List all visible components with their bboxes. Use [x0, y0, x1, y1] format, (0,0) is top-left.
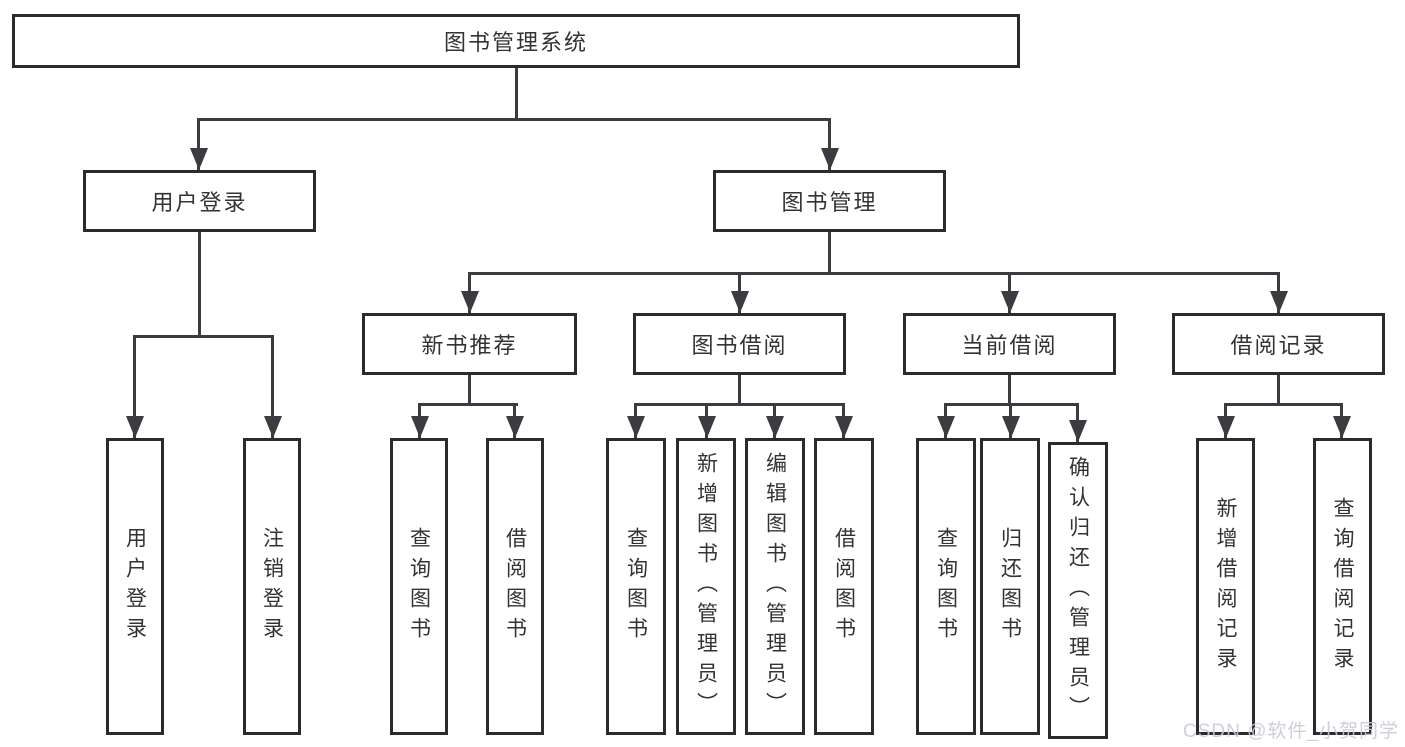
connector-line [468, 373, 471, 406]
arrow-down-icon [937, 416, 955, 438]
connector-line [738, 373, 741, 406]
leaf-borrow-books-rec: 借阅图书 [486, 438, 544, 735]
arrow-down-icon [1069, 420, 1087, 442]
connector-line [197, 118, 831, 121]
leaf-label: 查询图书 [407, 526, 431, 647]
node-borrow-records: 借阅记录 [1172, 313, 1385, 375]
arrow-down-icon [1217, 416, 1235, 438]
arrow-down-icon [190, 148, 208, 170]
connector-line [828, 230, 831, 275]
watermark: CSDN @软件_小贺同学 [1183, 721, 1399, 742]
leaf-user-login: 用户登录 [106, 438, 164, 735]
arrow-down-icon [627, 416, 645, 438]
leaf-return-book: 归还图书 [980, 438, 1040, 735]
connector-line [1224, 403, 1343, 406]
arrow-down-icon [1333, 416, 1351, 438]
arrow-down-icon [1001, 291, 1019, 313]
connector-line [271, 335, 274, 438]
leaf-edit-book-admin: 编辑图书（管理员） [745, 438, 805, 735]
node-book-borrow: 图书借阅 [633, 313, 846, 375]
leaf-label: 确认归还（管理员） [1066, 455, 1090, 726]
leaf-label: 查询图书 [934, 526, 958, 647]
node-user-login: 用户登录 [83, 170, 316, 232]
leaf-label: 查询图书 [624, 526, 648, 647]
connector-line [198, 230, 201, 338]
node-book-mgmt: 图书管理 [713, 170, 946, 232]
arrow-down-icon [264, 416, 282, 438]
leaf-label: 编辑图书（管理员） [763, 451, 787, 722]
node-root: 图书管理系统 [12, 14, 1020, 68]
arrow-down-icon [835, 416, 853, 438]
arrow-down-icon [1002, 416, 1020, 438]
leaf-label: 用户登录 [123, 526, 147, 647]
connector-line [468, 272, 1280, 275]
connector-line [515, 66, 518, 120]
node-new-book-rec: 新书推荐 [362, 313, 577, 375]
arrow-down-icon [411, 416, 429, 438]
arrow-down-icon [461, 291, 479, 313]
leaf-query-books-rec: 查询图书 [390, 438, 448, 735]
arrow-down-icon [766, 416, 784, 438]
connector-line [1008, 373, 1011, 406]
leaf-label: 借阅图书 [503, 526, 527, 647]
connector-line [197, 118, 200, 170]
leaf-logout: 注销登录 [243, 438, 301, 735]
arrow-down-icon [506, 416, 524, 438]
node-current-borrow: 当前借阅 [903, 313, 1116, 375]
leaf-label: 归还图书 [998, 526, 1022, 647]
leaf-label: 借阅图书 [832, 526, 856, 647]
leaf-label: 查询借阅记录 [1331, 496, 1355, 677]
connector-line [634, 403, 845, 406]
leaf-query-borrow-record: 查询借阅记录 [1313, 438, 1372, 735]
leaf-confirm-return-admin: 确认归还（管理员） [1048, 442, 1108, 739]
arrow-down-icon [698, 416, 716, 438]
leaf-borrow-books: 借阅图书 [814, 438, 874, 735]
connector-line [133, 335, 136, 438]
arrow-down-icon [821, 148, 839, 170]
leaf-label: 新增图书（管理员） [694, 451, 718, 722]
connector-line [1277, 373, 1280, 406]
connector-line [828, 118, 831, 170]
leaf-add-book-admin: 新增图书（管理员） [676, 438, 736, 735]
arrow-down-icon [126, 416, 144, 438]
connector-line [133, 335, 274, 338]
leaf-add-borrow-record: 新增借阅记录 [1196, 438, 1255, 735]
leaf-query-books-borrow: 查询图书 [606, 438, 666, 735]
leaf-label: 新增借阅记录 [1214, 496, 1238, 677]
arrow-down-icon [731, 291, 749, 313]
leaf-label: 注销登录 [260, 526, 284, 647]
leaf-query-books-current: 查询图书 [916, 438, 976, 735]
connector-line [418, 403, 518, 406]
arrow-down-icon [1270, 291, 1288, 313]
